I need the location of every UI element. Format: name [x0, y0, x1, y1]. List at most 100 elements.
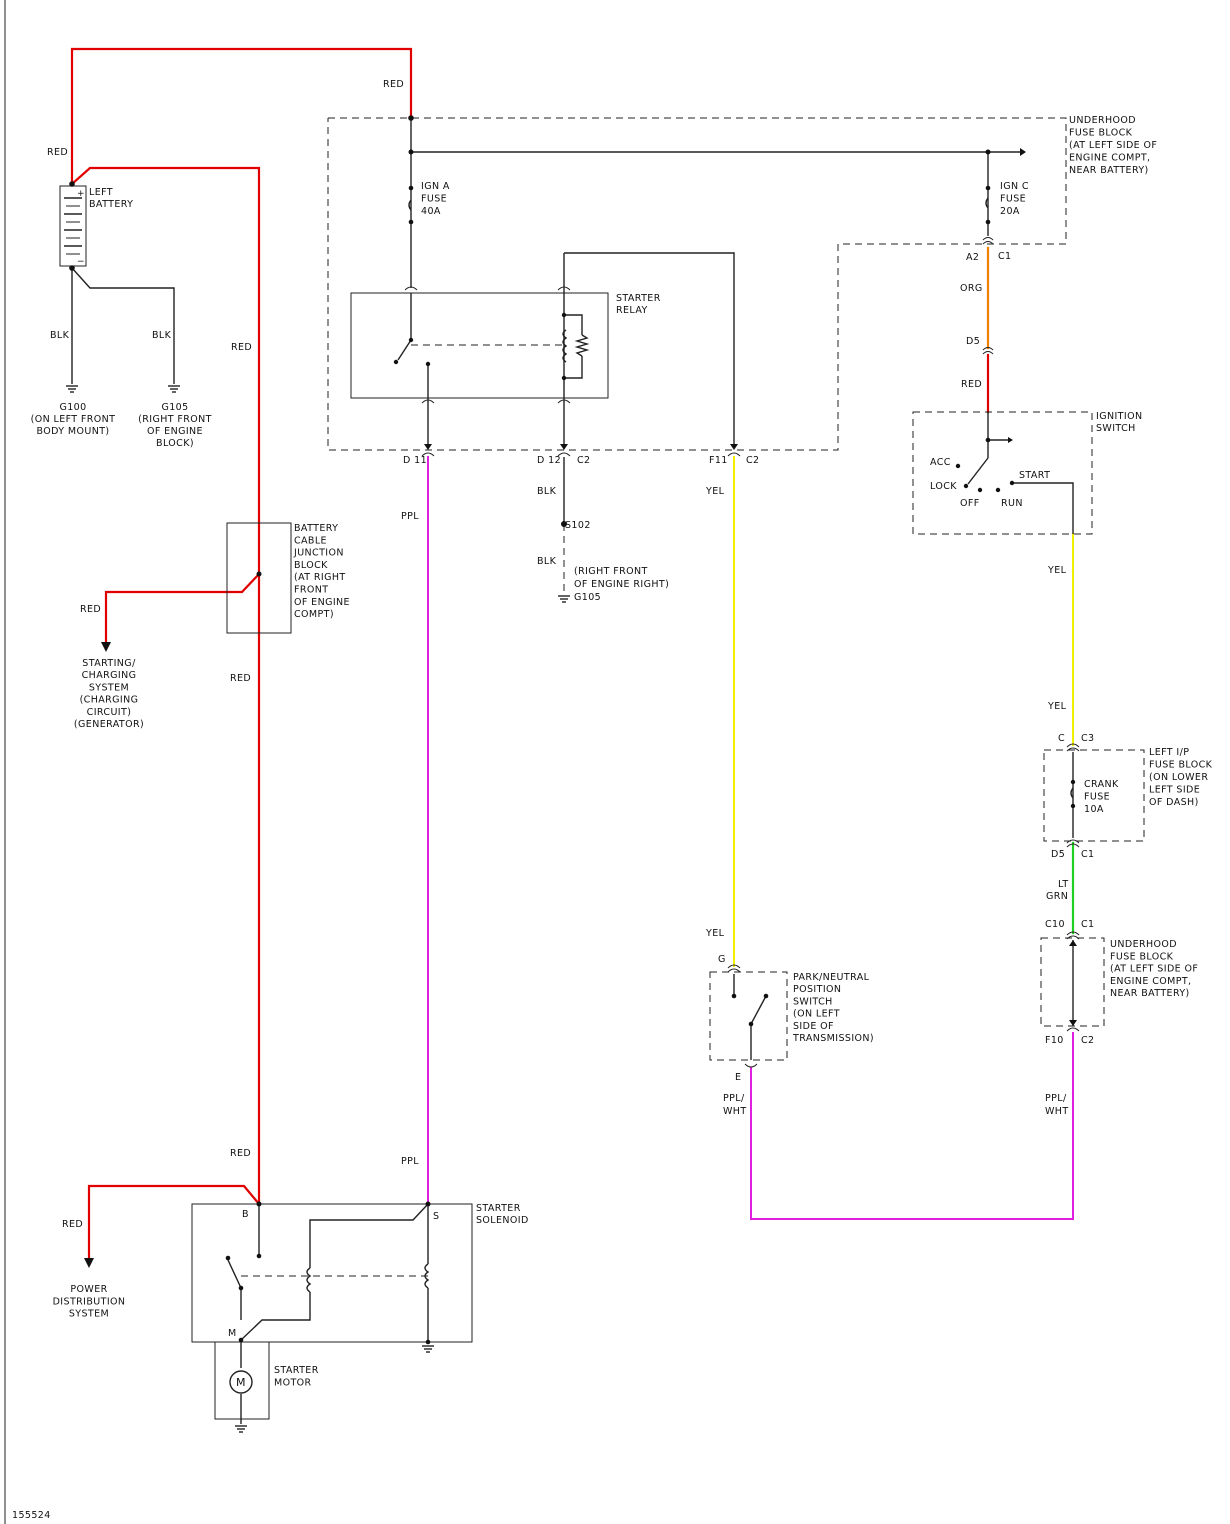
label-line: FUSE — [421, 194, 447, 205]
svg-text:−: − — [77, 257, 85, 267]
label-yel-ign: YEL — [1047, 565, 1067, 576]
label-line: (RIGHT FRONT — [138, 414, 212, 425]
label-line: (AT RIGHT — [294, 572, 346, 583]
pos-run: RUN — [1001, 498, 1023, 509]
label-line: BLOCK) — [156, 438, 194, 449]
label-line: ENGINE COMPT, — [1069, 153, 1150, 164]
label-line: LEFT I/P — [1149, 747, 1189, 758]
label-pplwht-f2: WHT — [1045, 1106, 1069, 1117]
label-line: UNDERHOOD — [1069, 115, 1136, 126]
label-line: SYSTEM — [89, 682, 129, 693]
wire-ppl-wht — [750, 1032, 1074, 1220]
left-ip-fuse-block-box — [1043, 749, 1145, 842]
label-ppl-bottom: PPL — [401, 1156, 419, 1167]
underhood-fuse-block-top-outline — [327, 117, 1067, 451]
ground-symbol-g105-left — [168, 385, 180, 393]
label-line: UNDERHOOD — [1110, 939, 1177, 950]
label-line: IGN A — [421, 181, 450, 192]
label-ltgrn-1: LT — [1058, 879, 1069, 890]
linework: + − — [59, 117, 1145, 1433]
splices — [69, 115, 1076, 1345]
starter-solenoid-box — [191, 1203, 473, 1343]
label-line: POSITION — [793, 984, 841, 995]
label-line: JUNCTION — [293, 548, 344, 559]
conn-g: G — [718, 954, 726, 965]
wire-red-top — [70, 47, 413, 186]
label-line: STARTER — [476, 1203, 521, 1214]
label-line: SIDE OF — [793, 1021, 834, 1032]
conn-f10: F10 — [1045, 1035, 1064, 1046]
label-line: CIRCUIT) — [87, 707, 132, 718]
label-line: FUSE BLOCK — [1069, 128, 1133, 139]
arrow-starting-charging — [101, 642, 111, 652]
wire-red-main — [70, 166, 261, 1206]
label-line: POWER — [70, 1284, 107, 1295]
label-line: G105 — [161, 402, 188, 413]
wire-red-junction — [104, 572, 261, 644]
label-line: (RIGHT FRONT — [574, 566, 648, 577]
conn-c3-lip: C3 — [1081, 733, 1094, 744]
ignition-switch-box — [912, 411, 1093, 535]
label-blk-a: BLK — [50, 330, 70, 341]
label-s102: S102 — [565, 520, 591, 531]
label-pplwht-f1: PPL/ — [1045, 1093, 1067, 1104]
label-line: SYSTEM — [69, 1309, 109, 1320]
conn-d11: D 11 — [403, 455, 427, 466]
conn-d5-lip: D5 — [1051, 849, 1065, 860]
pos-acc: ACC — [930, 457, 951, 468]
conn-a2: A2 — [966, 252, 979, 263]
label-line: 20A — [1000, 206, 1020, 217]
label-line: STARTER — [616, 293, 661, 304]
conn-c2-f11: C2 — [746, 455, 759, 466]
label-line: CABLE — [294, 535, 327, 546]
ground-symbol-g100 — [66, 385, 78, 393]
label-line: FUSE — [1000, 194, 1026, 205]
label-line: SOLENOID — [476, 1215, 529, 1226]
label-line: IGNITION — [1096, 411, 1142, 422]
label-line: STARTING/ — [82, 658, 136, 669]
label-line: (AT LEFT SIDE OF — [1069, 140, 1157, 151]
label-yel-c: YEL — [1047, 701, 1067, 712]
label-line: BATTERY — [294, 523, 338, 534]
battery-cable-junction-block — [226, 522, 292, 634]
label-line: BODY MOUNT) — [36, 426, 109, 437]
label-line: (ON LEFT — [793, 1009, 840, 1020]
conn-c10: C10 — [1045, 919, 1065, 930]
label-red-left: RED — [47, 147, 68, 158]
conn-c1-a2: C1 — [998, 251, 1011, 262]
label-line: 10A — [1084, 804, 1104, 815]
figure-id: 155524 — [12, 1510, 51, 1521]
label-red-lower: RED — [230, 673, 251, 684]
label-line: FRONT — [294, 585, 328, 596]
label-underhood-top: UNDERHOOD FUSE BLOCK(AT LEFT SIDE OF ENGIN… — [1069, 115, 1157, 176]
label-pplwht-e1: PPL/ — [723, 1093, 745, 1104]
label-line: LEFT — [89, 187, 113, 198]
battery-symbol: + − — [59, 185, 87, 267]
label-line: G100 — [59, 402, 86, 413]
label-line: MOTOR — [274, 1378, 312, 1389]
label-ppl-top: PPL — [401, 511, 419, 522]
label-blk-s102b: BLK — [537, 556, 557, 567]
conn-e: E — [735, 1072, 741, 1083]
label-line: CRANK — [1084, 779, 1119, 790]
label-line: OF DASH) — [1149, 797, 1199, 808]
conn-c-lip: C — [1058, 733, 1065, 744]
label-line: IGN C — [1000, 181, 1029, 192]
label-red-pds: RED — [62, 1219, 83, 1230]
label-red-top: RED — [383, 79, 404, 90]
label-line: TRANSMISSION) — [792, 1033, 874, 1044]
